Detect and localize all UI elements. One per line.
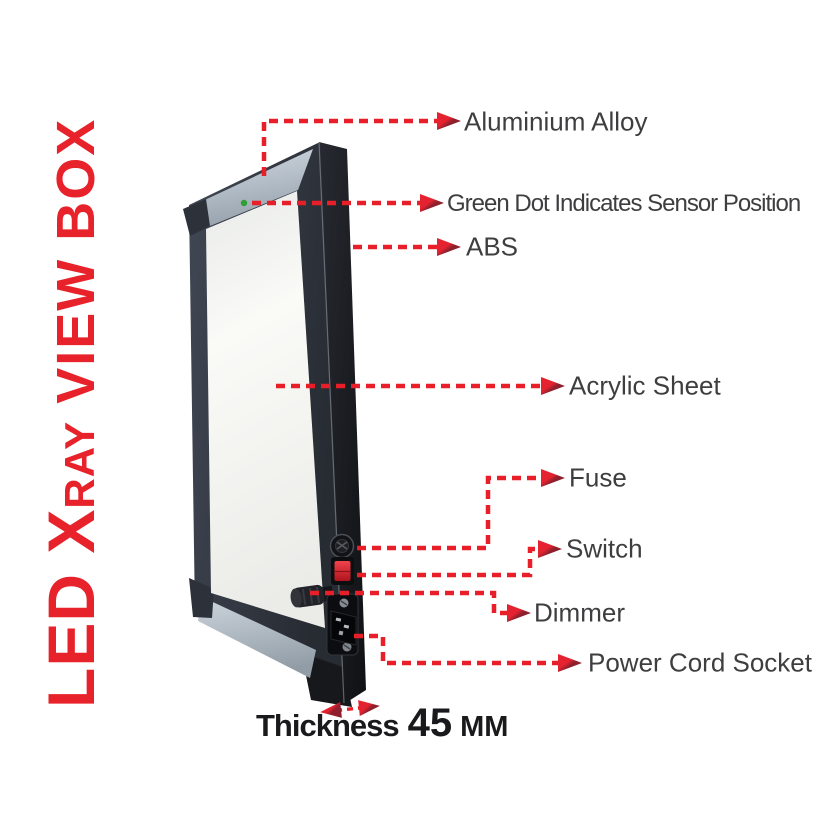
- callout-arrow-icon: [558, 654, 582, 672]
- callout-label-aluminium-alloy: Aluminium Alloy: [464, 106, 648, 137]
- callout-line-power-cord-socket: [354, 633, 558, 666]
- thickness-annotation: Thickness 45 MM: [256, 701, 508, 746]
- top-aluminium-band: [192, 149, 313, 228]
- callout-arrow-icon: [437, 238, 461, 256]
- bottom-aluminium-band: [198, 597, 316, 678]
- product-title-viewbox: VIEW BOX: [46, 117, 106, 421]
- power-switch: [331, 557, 354, 585]
- thickness-label: Thickness: [256, 708, 400, 743]
- callout-line-aluminium-alloy: [261, 118, 437, 176]
- callout-label-switch: Switch: [566, 533, 643, 564]
- fuse-holder: [329, 533, 355, 559]
- callout-label-dimmer: Dimmer: [534, 597, 625, 628]
- callout-label-acrylic-sheet: Acrylic Sheet: [569, 370, 721, 401]
- power-cord-socket-inlet: [326, 593, 359, 656]
- thickness-arrow-icon: [320, 700, 380, 718]
- product-title-led-x: LED X: [34, 508, 108, 708]
- callout-arrow-icon: [437, 112, 461, 130]
- callout-line-switch: [357, 546, 538, 578]
- callout-arrow-icon: [420, 194, 444, 212]
- callout-label-fuse: Fuse: [569, 462, 627, 493]
- callout-label-abs: ABS: [466, 231, 519, 262]
- top-left-corner-piece: [183, 199, 210, 236]
- callout-label-power-cord-socket: Power Cord Socket: [588, 647, 812, 678]
- acrylic-sheet-surface: [206, 191, 325, 628]
- thickness-unit: MM: [460, 711, 509, 743]
- callout-line-dimmer: [310, 590, 507, 616]
- callout-label-green-dot: Green Dot Indicates Sensor Position: [447, 190, 801, 217]
- callout-arrow-icon: [541, 377, 565, 395]
- product-title-ray: RAY: [56, 420, 103, 509]
- green-sensor-dot-icon: [240, 199, 248, 207]
- callout-arrow-icon: [541, 469, 565, 487]
- thickness-value: 45: [407, 701, 453, 745]
- device-side-panel: [319, 142, 366, 704]
- callout-line-fuse: [357, 475, 541, 551]
- callout-arrow-icon: [538, 540, 562, 558]
- bottom-left-corner-piece: [189, 578, 214, 618]
- callout-arrow-icon: [507, 604, 531, 622]
- product-title-vertical: LED XRAY VIEW BOX: [32, 118, 129, 708]
